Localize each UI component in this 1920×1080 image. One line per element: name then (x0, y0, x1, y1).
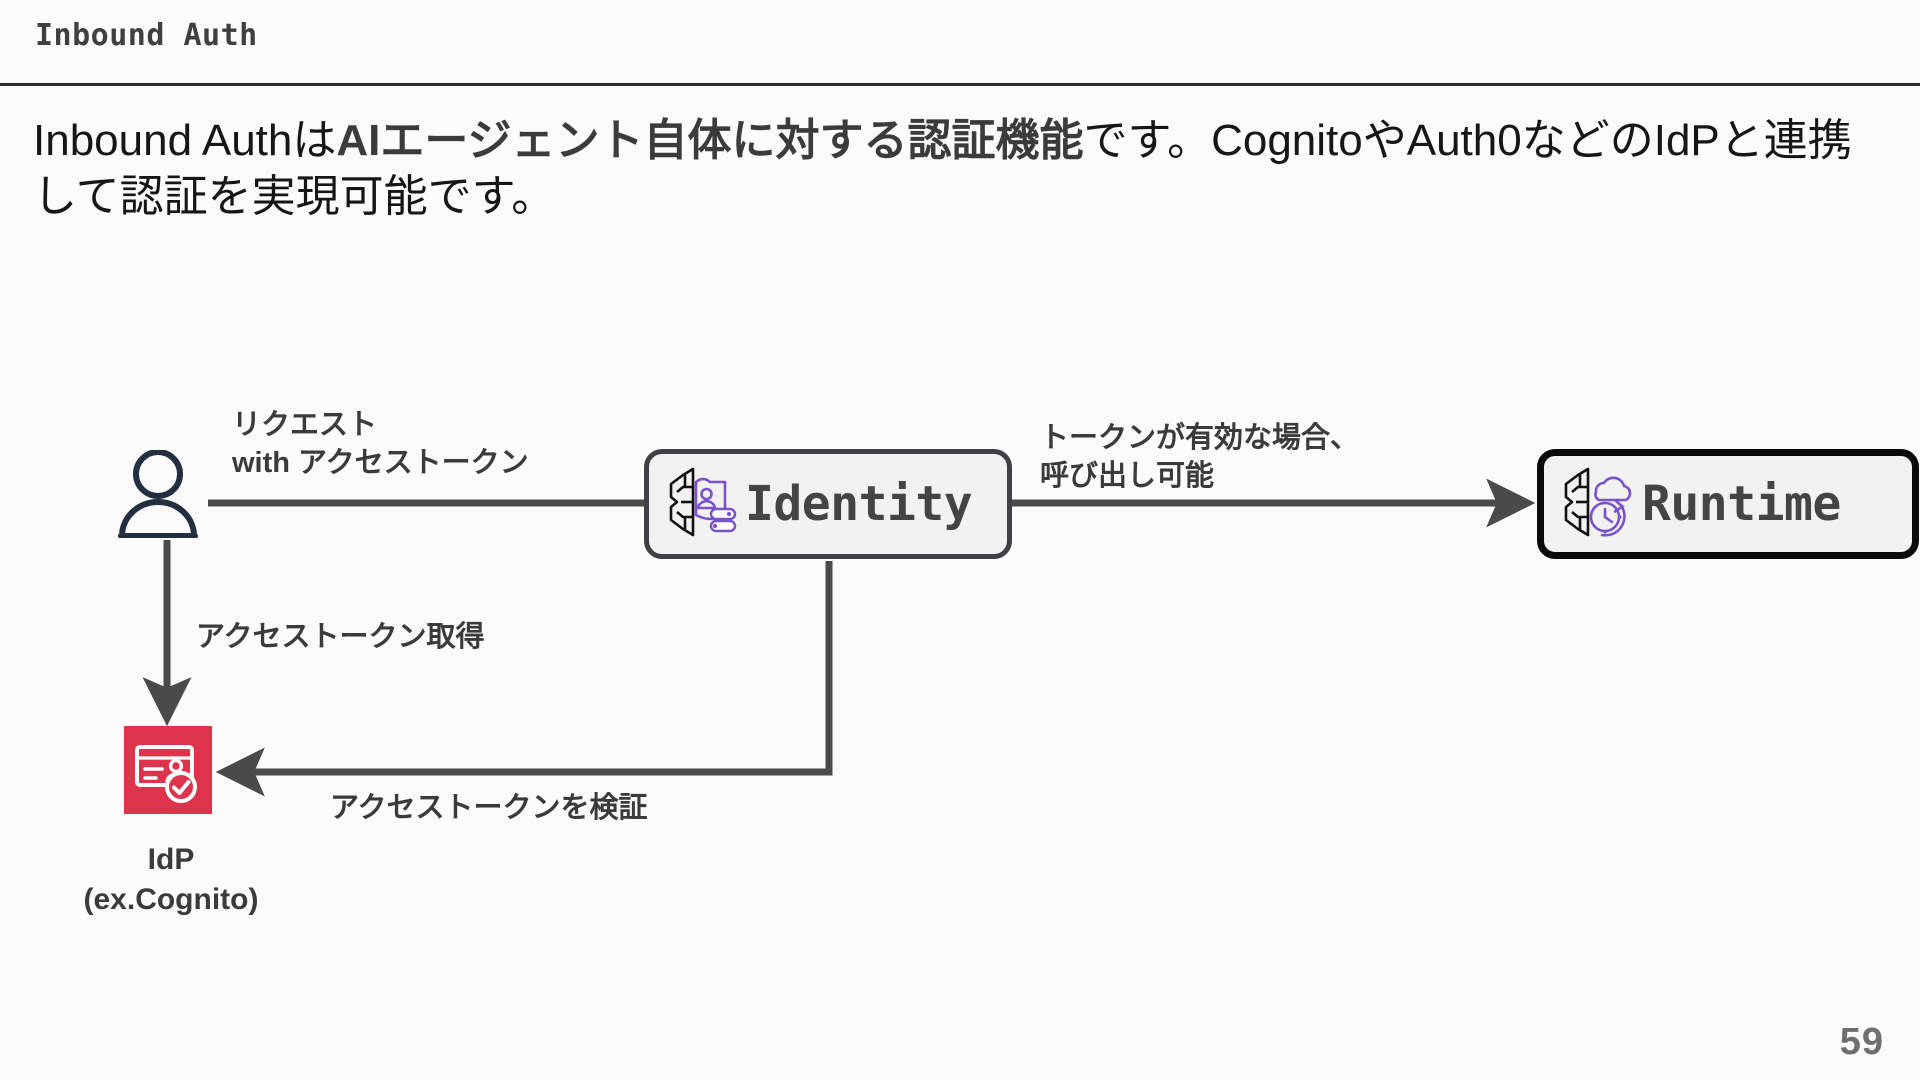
lead-text-part2: です。CognitoやAuth0などのIdPと連携して認証を実現可能です。 (33, 116, 1852, 222)
lead-paragraph: Inbound AuthはAIエージェント自体に対する認証機能です。Cognit… (33, 113, 1893, 226)
edge-label-token-valid: トークンが有効な場合、 呼び出し可能 (1040, 422, 1360, 492)
page-title: Inbound Auth (35, 18, 258, 53)
lead-text-part1: Inbound Authは (33, 116, 337, 165)
user-person-icon (118, 449, 198, 539)
agentcore-identity-label: Identity (745, 476, 973, 532)
edge-verify-token-line (215, 561, 833, 797)
lead-text-strong: AIエージェント自体に対する認証機能 (336, 116, 1084, 165)
idp-actor (124, 726, 212, 814)
edge-label-get-token: アクセストークン取得 (196, 621, 485, 653)
agentcore-identity-icon (663, 465, 739, 544)
page-number: 59 (1839, 1021, 1884, 1063)
agentcore-identity-node[interactable]: Identity (644, 449, 1012, 559)
slide-header: Inbound Auth (0, 0, 1920, 85)
idp-actor-caption: IdP (ex.Cognito) (83, 843, 259, 916)
edge-label-request: リクエスト with アクセストークン (232, 409, 529, 479)
header-divider (0, 83, 1920, 86)
agentcore-runtime-label: Runtime (1642, 476, 1841, 532)
identity-card-check-icon (124, 726, 212, 814)
agentcore-runtime-node[interactable]: Runtime (1537, 449, 1919, 559)
user-actor (116, 449, 200, 539)
agentcore-runtime-icon (1558, 465, 1636, 544)
edge-label-verify-token: アクセストークンを検証 (330, 792, 648, 824)
